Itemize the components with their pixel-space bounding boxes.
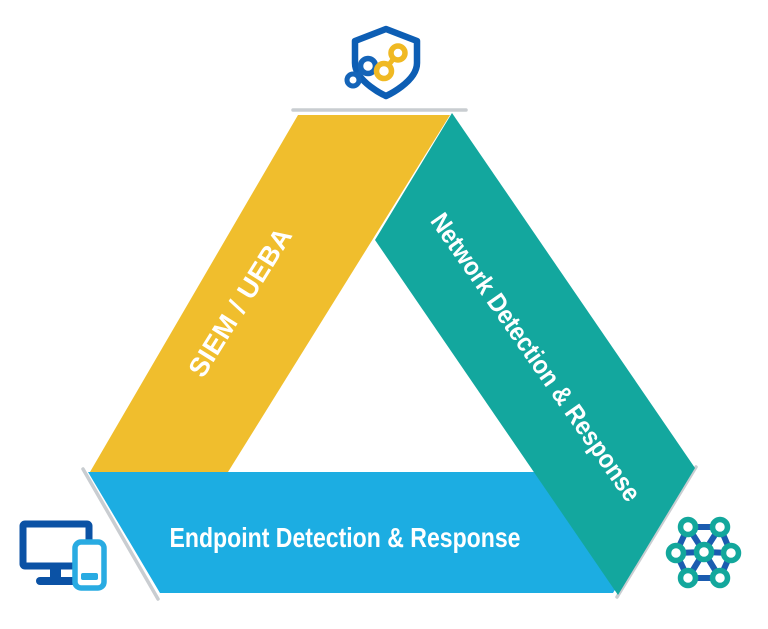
network-mesh-icon	[665, 516, 742, 589]
bottom-right-edge-line	[615, 465, 698, 599]
edr-band-label: Endpoint Detection & Response	[170, 522, 521, 553]
mesh-node	[677, 516, 699, 538]
monitor-phone-icon	[19, 520, 107, 591]
corner-edge-lines	[81, 108, 698, 601]
shield-network-icon	[344, 25, 421, 100]
ndr-band	[375, 113, 695, 595]
phone-home-bar	[81, 573, 98, 580]
mesh-node	[665, 542, 687, 564]
blue-node-small	[344, 71, 362, 89]
mesh-node	[677, 567, 699, 589]
mesh-node	[720, 542, 742, 564]
shield-yellow-link	[373, 43, 408, 82]
yellow-node-small	[388, 43, 408, 63]
mesh-node	[709, 516, 731, 538]
mesh-node	[693, 541, 715, 563]
mesh-nodes	[665, 516, 742, 589]
shield-blue-link	[344, 55, 379, 89]
blue-node-large	[357, 55, 379, 77]
shield-outline	[351, 25, 421, 100]
bottom-left-edge-line	[81, 467, 160, 601]
monitor-stand	[50, 566, 61, 578]
monitor-base	[36, 577, 76, 585]
edr-band	[88, 472, 688, 593]
phone-body	[72, 539, 107, 591]
yellow-node-large	[373, 60, 395, 82]
siem-band	[90, 115, 450, 472]
mesh-node	[709, 567, 731, 589]
